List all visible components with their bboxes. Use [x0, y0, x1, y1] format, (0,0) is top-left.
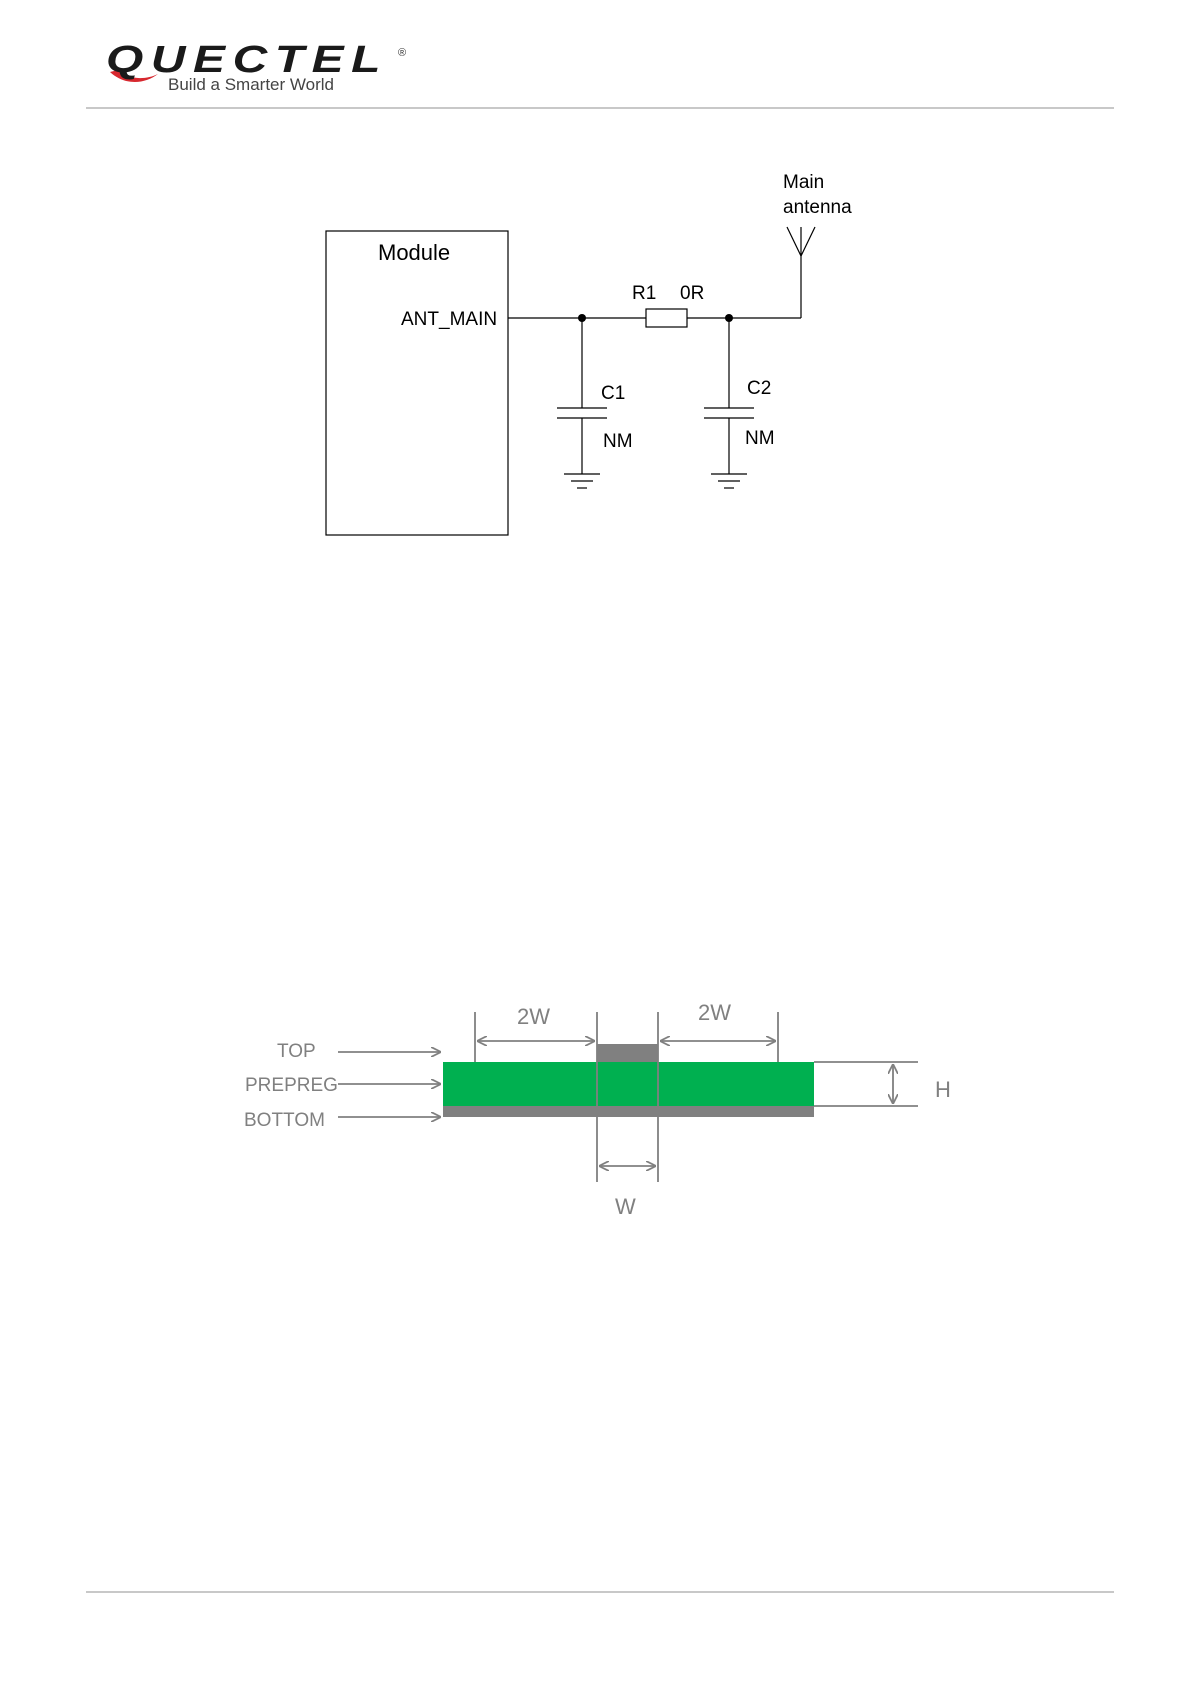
c2-value: NM	[745, 428, 775, 449]
dim-label-left-2w: 2W	[517, 1004, 550, 1029]
page-footer	[0, 1588, 1190, 1598]
logo-registered-mark: ®	[398, 47, 406, 59]
c2-name: C2	[747, 378, 771, 399]
module-label: Module	[378, 240, 450, 265]
r1-name: R1	[632, 283, 656, 304]
module-box	[326, 231, 508, 535]
pin-label-ant-main: ANT_MAIN	[401, 309, 497, 330]
antenna-icon	[787, 227, 815, 318]
quectel-logo: QUECTEL ® Build a Smarter World	[106, 39, 406, 94]
logo-tagline: Build a Smarter World	[168, 75, 334, 94]
layer-label-bottom: BOTTOM	[244, 1110, 325, 1131]
layer-label-top: TOP	[277, 1041, 316, 1062]
capacitor-c1	[557, 318, 607, 474]
prepreg-layer	[443, 1062, 814, 1106]
dim-label-h: H	[935, 1077, 951, 1102]
page-header: QUECTEL ® Build a Smarter World	[0, 0, 1190, 120]
ground-icon-c2	[711, 474, 747, 488]
r1-value: 0R	[680, 283, 704, 304]
top-trace	[597, 1044, 658, 1062]
bottom-copper-layer	[443, 1106, 814, 1117]
c1-name: C1	[601, 383, 625, 404]
layer-label-prepreg: PREPREG	[245, 1075, 338, 1096]
c1-value: NM	[603, 431, 633, 452]
antenna-label-line2: antenna	[783, 197, 852, 218]
antenna-label-line1: Main	[783, 172, 824, 193]
dim-label-w: W	[615, 1194, 636, 1219]
ground-icon-c1	[564, 474, 600, 488]
resistor-r1	[646, 309, 687, 327]
antenna-circuit-diagram: Module ANT_MAIN R1 0R Main antenna C1 NM	[0, 150, 1190, 550]
microstrip-stackup-diagram: 2W 2W W H TOP PREPREG BOTTOM	[0, 990, 1190, 1230]
dim-label-right-2w: 2W	[698, 1000, 731, 1025]
